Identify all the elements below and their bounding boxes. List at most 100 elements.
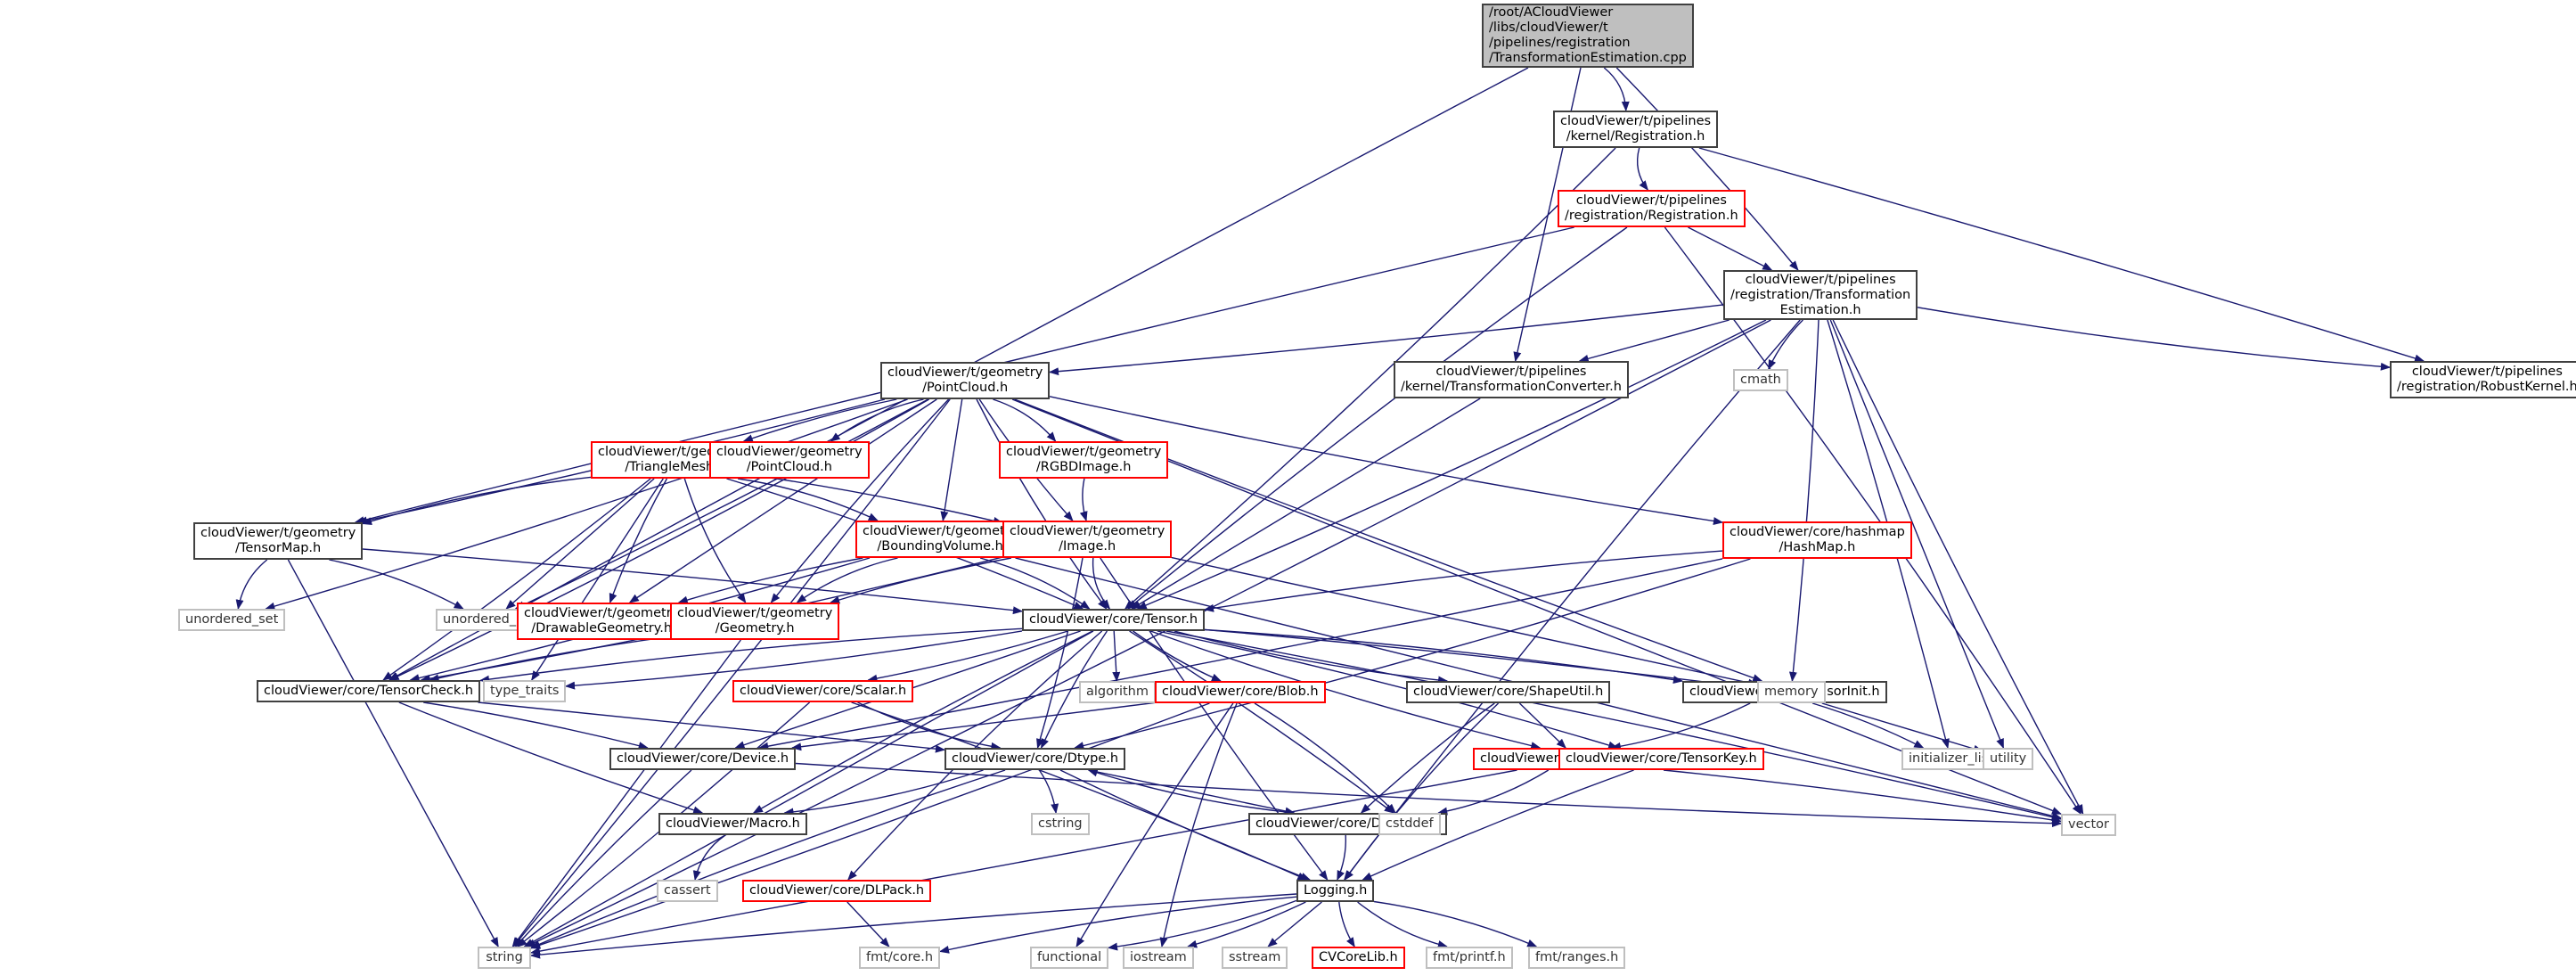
graph-node-shape[interactable]: cloudViewer/core/ShapeUtil.h xyxy=(1406,681,1611,703)
node-label-line: /TriangleMesh.h xyxy=(625,460,727,474)
graph-node-bvol[interactable]: cloudViewer/t/geometry/BoundingVolume.h xyxy=(855,521,1026,558)
graph-node-cstring: cstring xyxy=(1031,813,1090,835)
edge-scalar-to-logging xyxy=(851,701,1308,881)
graph-node-tconv[interactable]: cloudViewer/t/pipelines/kernel/Transform… xyxy=(1394,361,1629,398)
graph-node-fmtranges: fmt/ranges.h xyxy=(1528,947,1626,969)
node-label-line: cloudViewer/core/Device.h xyxy=(617,751,789,766)
edge-device-to-vector xyxy=(795,762,2063,828)
graph-node-te[interactable]: cloudViewer/t/pipelines/registration/Tra… xyxy=(1723,270,1918,320)
edge-tensor-to-shape xyxy=(1174,630,1449,685)
graph-node-geom[interactable]: cloudViewer/t/geometry/Geometry.h xyxy=(670,603,840,640)
graph-node-tcheck[interactable]: cloudViewer/core/TensorCheck.h xyxy=(257,680,481,702)
node-label-line: cloudViewer/core/DLPack.h xyxy=(749,883,925,898)
edge-tinit-to-sizevec xyxy=(1610,702,1751,750)
graph-node-device[interactable]: cloudViewer/core/Device.h xyxy=(609,748,797,770)
edge-tmesh-to-dgeom xyxy=(609,478,668,604)
node-label-line: /PointCloud.h xyxy=(746,460,832,474)
graph-node-dlpack[interactable]: cloudViewer/core/DLPack.h xyxy=(742,880,932,902)
node-label-line: cloudViewer/core/hashmap xyxy=(1730,525,1905,539)
node-label-line: initializer_list xyxy=(1909,751,1993,766)
edge-tensor-to-sizevec xyxy=(1149,630,1542,750)
graph-node-functional: functional xyxy=(1030,947,1109,969)
edge-tpc-to-tmesh xyxy=(742,398,897,442)
node-label-line: cloudViewer/core/Blob.h xyxy=(1162,685,1319,699)
edge-kreg-to-preg xyxy=(1636,147,1648,191)
graph-node-robust[interactable]: cloudViewer/t/pipelines/registration/Rob… xyxy=(2390,361,2576,398)
edge-tconv-to-tensor xyxy=(1131,398,1481,610)
node-label-line: fmt/printf.h xyxy=(1433,950,1506,964)
node-label-line: /kernel/TransformationConverter.h xyxy=(1401,380,1622,394)
edge-tmap-to-uset xyxy=(235,559,268,611)
edge-tkey-to-logging xyxy=(1362,769,1634,881)
node-label-line: cloudViewer/t/geometry xyxy=(1006,445,1162,459)
graph-node-dgeom[interactable]: cloudViewer/t/geometry/DrawableGeometry.… xyxy=(517,603,687,640)
edge-tinit-to-initlist xyxy=(1811,702,1925,749)
graph-node-algo: algorithm xyxy=(1079,681,1156,703)
edge-tensor-to-ttraits xyxy=(564,630,1023,690)
edge-tmesh-to-img xyxy=(759,475,1004,525)
graph-node-tensor[interactable]: cloudViewer/core/Tensor.h xyxy=(1022,609,1206,631)
node-label-line: memory xyxy=(1764,685,1819,699)
node-label-line: fmt/ranges.h xyxy=(1535,950,1619,964)
graph-node-img[interactable]: cloudViewer/t/geometry/Image.h xyxy=(1002,521,1173,558)
edge-tcheck-to-device xyxy=(423,701,649,750)
graph-node-cmath: cmath xyxy=(1733,369,1788,391)
node-label-line: cstring xyxy=(1038,816,1083,831)
edge-logging-to-iostream xyxy=(1187,901,1306,948)
node-label-line: /kernel/Registration.h xyxy=(1566,129,1705,144)
graph-node-hmap[interactable]: cloudViewer/core/hashmap/HashMap.h xyxy=(1722,521,1912,559)
node-label-line: cloudViewer/core/Scalar.h xyxy=(740,684,907,698)
graph-node-gpc[interactable]: cloudViewer/geometry/PointCloud.h xyxy=(709,441,870,479)
edge-tmesh-to-geom xyxy=(683,478,747,603)
edge-dtype-to-macro xyxy=(783,769,984,816)
edge-bvol-to-dgeom xyxy=(677,557,863,604)
edge-tpc-to-umap xyxy=(514,398,928,610)
node-label-line: cstddef xyxy=(1386,816,1434,831)
graph-node-fmtcore: fmt/core.h xyxy=(859,947,941,969)
node-label-line: cloudViewer/core/TensorCheck.h xyxy=(264,684,474,698)
graph-node-ttraits: type_traits xyxy=(483,680,567,702)
edge-dtype-to-logging xyxy=(1059,769,1312,881)
node-label-line: /HashMap.h xyxy=(1779,540,1856,554)
edge-te-to-robust xyxy=(1917,307,2392,371)
edge-tensor-to-dtype xyxy=(1040,630,1108,750)
edge-logging-to-fmtranges xyxy=(1373,900,1538,947)
graph-node-dtype[interactable]: cloudViewer/core/Dtype.h xyxy=(945,748,1126,770)
graph-node-rgbd[interactable]: cloudViewer/t/geometry/RGBDImage.h xyxy=(999,441,1169,479)
edge-img-to-dtype xyxy=(1036,557,1084,750)
node-label-line: fmt/core.h xyxy=(866,950,934,964)
node-label-line: /pipelines/registration xyxy=(1489,36,1631,50)
edge-te-to-vector xyxy=(1832,319,2084,815)
graph-node-macro[interactable]: cloudViewer/Macro.h xyxy=(658,813,807,835)
edge-sizevec-to-cstddef xyxy=(1437,769,1550,816)
node-label-line: /registration/Registration.h xyxy=(1565,209,1738,223)
graph-node-tpc[interactable]: cloudViewer/t/geometry/PointCloud.h xyxy=(880,362,1051,399)
graph-node-preg[interactable]: cloudViewer/t/pipelines/registration/Reg… xyxy=(1558,190,1746,227)
graph-node-root[interactable]: /root/ACloudViewer/libs/cloudViewer/t/pi… xyxy=(1482,4,1694,68)
edge-tensor-to-memory xyxy=(1204,628,1759,692)
graph-node-tmap[interactable]: cloudViewer/t/geometry/TensorMap.h xyxy=(193,522,364,560)
graph-node-utility: utility xyxy=(1983,748,2034,770)
edge-rgbd-to-img xyxy=(1079,478,1088,522)
node-label-line: cloudViewer/t/geometry xyxy=(524,606,680,620)
edge-img-to-memory xyxy=(1171,556,1759,687)
node-label-line: cmath xyxy=(1740,373,1781,387)
node-label-line: functional xyxy=(1037,950,1102,964)
node-label-line: iostream xyxy=(1130,950,1187,964)
graph-node-cvcore[interactable]: CVCoreLib.h xyxy=(1312,947,1405,969)
edge-tinit-to-utility xyxy=(1821,702,1984,753)
graph-node-kreg[interactable]: cloudViewer/t/pipelines/kernel/Registrat… xyxy=(1553,111,1719,148)
edge-tpc-to-dgeom xyxy=(628,398,937,603)
edge-shape-to-dispatch xyxy=(1360,702,1495,814)
graph-node-logging[interactable]: Logging.h xyxy=(1296,880,1375,902)
node-label-line: cloudViewer/t/geometry xyxy=(200,526,356,540)
graph-node-blob[interactable]: cloudViewer/core/Blob.h xyxy=(1155,681,1326,703)
edge-kreg-to-robust xyxy=(1698,147,2425,363)
edge-tensor-to-vector xyxy=(1165,630,2063,822)
edge-tmesh-to-ttraits xyxy=(531,478,664,681)
graph-node-scalar[interactable]: cloudViewer/core/Scalar.h xyxy=(732,680,914,702)
graph-node-tkey[interactable]: cloudViewer/core/TensorKey.h xyxy=(1558,748,1764,770)
edge-blob-to-device xyxy=(790,701,1156,751)
node-label-line: cloudViewer/core/ShapeUtil.h xyxy=(1413,685,1604,699)
graph-node-fmtprintf: fmt/printf.h xyxy=(1426,947,1513,969)
